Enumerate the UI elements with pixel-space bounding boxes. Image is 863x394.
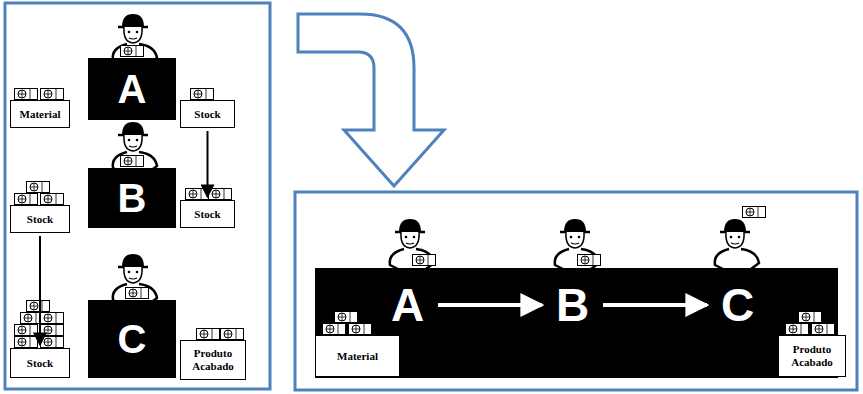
flow-arrow	[207, 131, 209, 197]
panel-frame	[295, 192, 857, 390]
part-icon	[335, 312, 358, 323]
workstation-desk: A	[88, 58, 176, 120]
part-icon	[191, 89, 214, 100]
stock-box: Stock	[10, 205, 70, 233]
finished-product-box: Produto Acabado	[778, 335, 846, 377]
material-box: Material	[10, 100, 70, 128]
node-label: C	[118, 319, 147, 359]
part-icon	[413, 255, 436, 266]
part-icon	[578, 255, 601, 266]
stock-box: Stock	[180, 100, 235, 128]
material-box: Material	[315, 335, 400, 377]
part-icon	[27, 301, 50, 312]
part-icon	[221, 329, 244, 340]
panel-frame	[5, 3, 270, 389]
workstation-cell: C	[710, 280, 765, 330]
part-icon	[27, 182, 50, 193]
part-icon	[121, 46, 144, 57]
worker-figure	[113, 122, 157, 172]
node-label: Material	[20, 108, 61, 121]
part-icon	[41, 89, 64, 100]
parts-in-hand	[121, 46, 766, 299]
part-icon	[743, 207, 766, 218]
part-icon	[349, 324, 372, 335]
node-label: Stock	[27, 357, 53, 370]
node-label: Stock	[194, 208, 220, 221]
part-icon	[121, 156, 144, 167]
node-label: C	[721, 282, 754, 328]
part-icon	[323, 324, 346, 335]
part-icon	[786, 324, 809, 335]
part-icon	[15, 194, 38, 205]
part-icon	[186, 189, 209, 200]
stock-box: Stock	[180, 200, 235, 228]
stock-box: Stock	[10, 348, 70, 378]
part-icon	[197, 329, 220, 340]
worker-figures	[113, 14, 759, 304]
part-icon	[126, 288, 149, 299]
part-icon	[41, 313, 64, 324]
node-label: A	[118, 69, 147, 109]
flow-arrow	[438, 303, 542, 307]
part-icon	[209, 189, 232, 200]
flow-arrow	[39, 236, 41, 345]
flow-arrow	[603, 303, 707, 307]
part-icon	[15, 325, 38, 336]
worker-figure	[113, 254, 157, 304]
part-icon	[15, 89, 38, 100]
node-label: B	[118, 178, 147, 218]
part-icon	[812, 324, 835, 335]
part-icon	[41, 325, 64, 336]
worker-figure	[113, 14, 157, 64]
node-label: B	[556, 282, 589, 328]
workstation-desk: B	[88, 168, 176, 228]
part-icon	[41, 194, 64, 205]
node-label: A	[391, 282, 424, 328]
finished-product-box: Produto Acabado	[180, 340, 246, 380]
node-label: Produto Acabado	[780, 343, 844, 368]
part-icon	[15, 337, 38, 348]
part-icon	[799, 312, 822, 323]
node-label: Stock	[27, 213, 53, 226]
workstation-cell: A	[380, 280, 435, 330]
part-icon	[41, 337, 64, 348]
node-label: Material	[337, 350, 378, 363]
worker-figure	[715, 219, 759, 269]
workstation-desk: C	[88, 300, 176, 378]
assembly-line-bench	[315, 268, 838, 378]
node-label: Produto Acabado	[182, 347, 244, 372]
workstation-cell: B	[545, 280, 600, 330]
node-label: Stock	[194, 108, 220, 121]
transition-arrow	[298, 14, 444, 186]
